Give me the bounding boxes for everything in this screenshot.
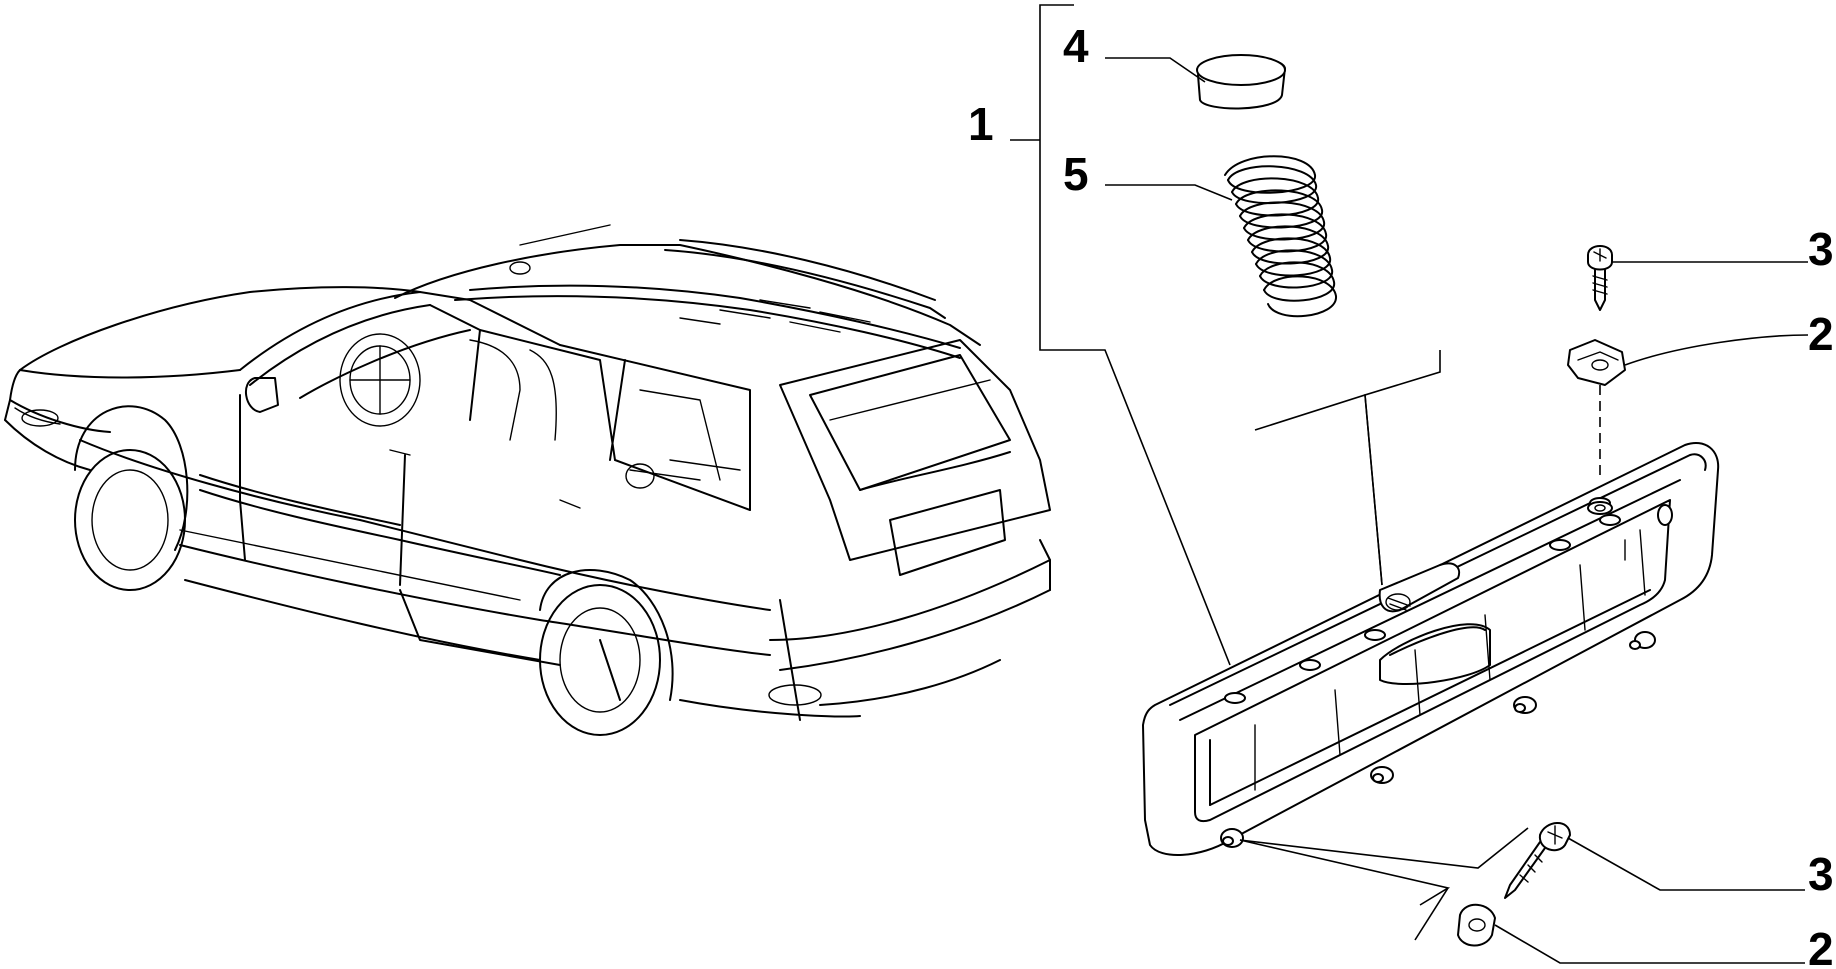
- callout-5: 5: [1063, 148, 1089, 200]
- callout-labels: 1 2 2 3 3 4 5: [968, 20, 1834, 969]
- station-wagon-car-drawing: [4, 224, 1051, 736]
- callout-2-top: 2: [1808, 308, 1834, 360]
- spring-part-5: [1105, 155, 1338, 318]
- callout-3-top: 3: [1808, 223, 1834, 275]
- lower-pointer-lines: [1239, 827, 1529, 941]
- callout-4: 4: [1063, 20, 1089, 72]
- clip-nut-part-2-top: [1567, 334, 1809, 480]
- clip-nut-part-2-bottom: [1457, 903, 1805, 964]
- license-plate-housing-part-1: [1142, 442, 1720, 856]
- assembly-bracket-1: [1010, 4, 1231, 666]
- callout-3-bottom: 3: [1808, 848, 1834, 900]
- handle-pointer-lines: [1254, 350, 1441, 586]
- screw-part-3-top: [1587, 245, 1808, 311]
- callout-2-bottom: 2: [1808, 923, 1834, 969]
- callout-1: 1: [968, 98, 994, 150]
- screw-part-3-bottom: [1504, 822, 1805, 899]
- cap-part-4: [1105, 54, 1286, 110]
